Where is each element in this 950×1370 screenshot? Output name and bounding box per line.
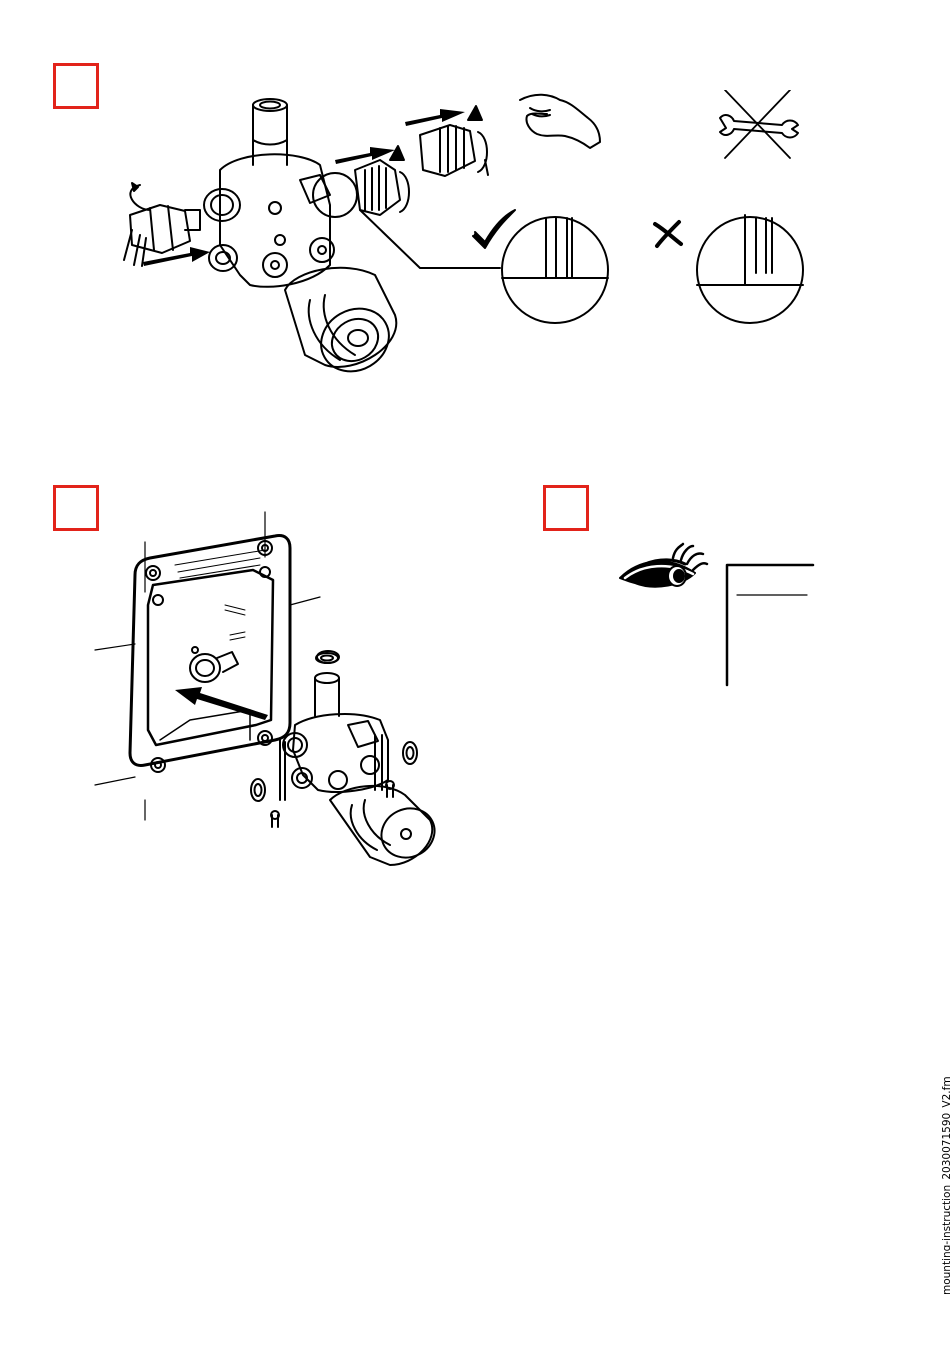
step-3-number-box: [543, 485, 589, 531]
incorrect-detail-circle: [697, 215, 803, 323]
valve-body: [204, 99, 334, 287]
thermostat-cylinder-2: [330, 786, 443, 866]
corner-detail: [727, 565, 813, 685]
step-3-illustration: [615, 540, 825, 690]
thermostat-cylinder: [285, 268, 400, 384]
push-arrow-right: [405, 109, 465, 126]
step-2-illustration: [90, 510, 460, 870]
correct-detail-circle: [502, 217, 608, 323]
eye-icon: [620, 544, 707, 587]
push-arrow-center: [335, 147, 395, 164]
step-1-illustration: [110, 90, 840, 390]
hand-tighten-icon: [520, 95, 600, 148]
frame-connector: [190, 647, 238, 682]
step-1-number-box: [53, 63, 99, 109]
cross-icon: [655, 222, 681, 246]
no-wrench-icon: [720, 90, 798, 158]
footer-filename: mounting-instruction_2030071590_V2.fm: [941, 1076, 950, 1295]
